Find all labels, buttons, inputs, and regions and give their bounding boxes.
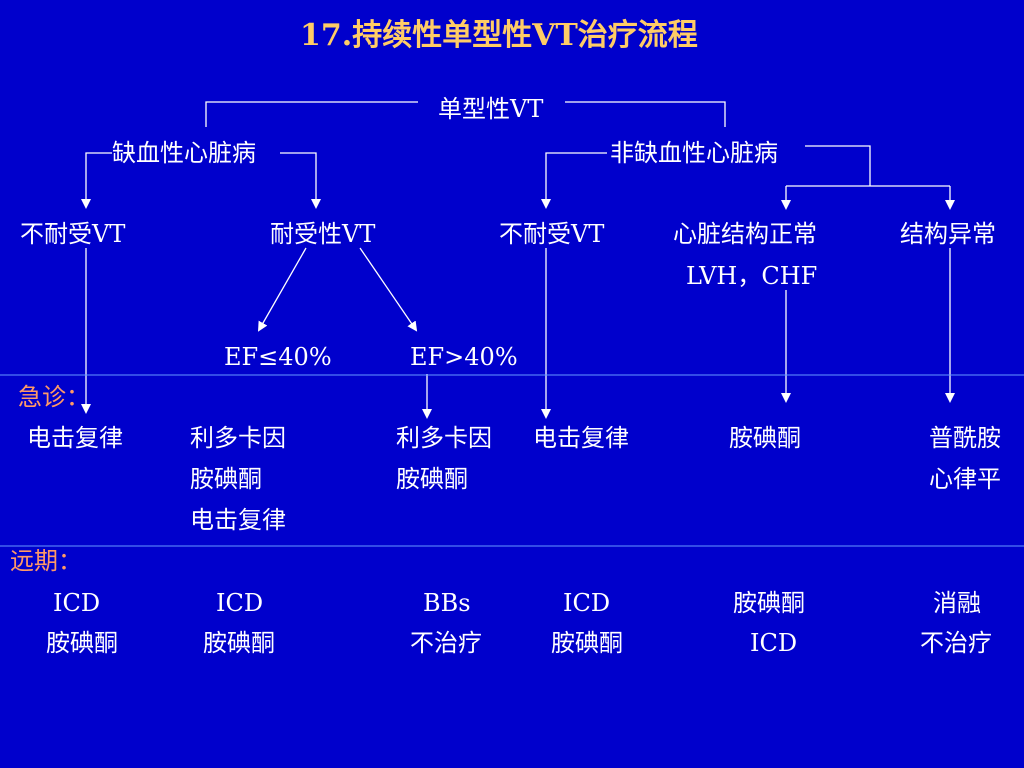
emergency-col6-item: 心律平 <box>929 465 1001 493</box>
ef-high-node: EF>40% <box>410 343 518 371</box>
longterm-col4-item: 胺碘酮 <box>551 629 623 657</box>
abnormal-structure-node: 结构异常 <box>900 220 996 248</box>
longterm-col6-item: 不治疗 <box>920 629 992 657</box>
tolerant-to-ef-high-arrow <box>359 247 418 332</box>
longterm-col5-item: 胺碘酮 <box>733 589 805 617</box>
emergency-col1-item: 电击复律 <box>27 424 123 452</box>
longterm-col3-item: 不治疗 <box>410 629 482 657</box>
root-node: 单型性VT <box>438 95 544 123</box>
longterm-col4-item: ICD <box>563 589 611 617</box>
longterm-col5-item: ICD <box>750 629 798 657</box>
longterm-col2-item: ICD <box>216 589 264 617</box>
longterm-col3-item: BBs <box>423 589 471 617</box>
intolerant-vt-node-1: 不耐受VT <box>20 220 126 248</box>
tolerant-to-ef-low-arrow <box>258 247 307 332</box>
ischemic-to-intolerant-arrow <box>81 152 112 209</box>
emergency-col6-item: 普酰胺 <box>929 424 1001 452</box>
emergency-col4-item: 电击复律 <box>533 424 629 452</box>
emergency-col3-item: 胺碘酮 <box>396 465 468 493</box>
ischemic-node: 缺血性心脏病 <box>112 139 256 167</box>
ef-low-node: EF≤40% <box>224 343 332 371</box>
emergency-col5-item: 胺碘酮 <box>729 424 801 452</box>
emergency-col2-item: 电击复律 <box>190 506 286 534</box>
nonischemic-to-intolerant-arrow <box>541 152 607 209</box>
emergency-col2-item: 利多卡因 <box>190 424 286 452</box>
nonischemic-right-connector <box>805 145 871 186</box>
longterm-col1-item: ICD <box>53 589 101 617</box>
nonischemic-node: 非缺血性心脏病 <box>610 139 778 167</box>
tolerant-vt-node: 耐受性VT <box>270 220 376 248</box>
normal-structure-node: 心脏结构正常 <box>673 220 817 248</box>
longterm-col1-item: 胺碘酮 <box>46 629 118 657</box>
longterm-col2-item: 胺碘酮 <box>203 629 275 657</box>
root-bracket-left <box>205 101 418 127</box>
emergency-col3-item: 利多卡因 <box>396 424 492 452</box>
intolerant-vt-node-2: 不耐受VT <box>499 220 605 248</box>
emergency-col2-item: 胺碘酮 <box>190 465 262 493</box>
page-title: 17.持续性单型性VT治疗流程 <box>300 18 698 53</box>
root-bracket-right <box>565 101 726 127</box>
emergency-label: 急诊： <box>18 383 90 411</box>
abnormal-detail: LVH，CHF <box>686 262 818 290</box>
ischemic-to-tolerant-arrow <box>280 152 321 209</box>
longterm-col6-item: 消融 <box>933 589 981 617</box>
longterm-label: 远期： <box>10 547 82 575</box>
